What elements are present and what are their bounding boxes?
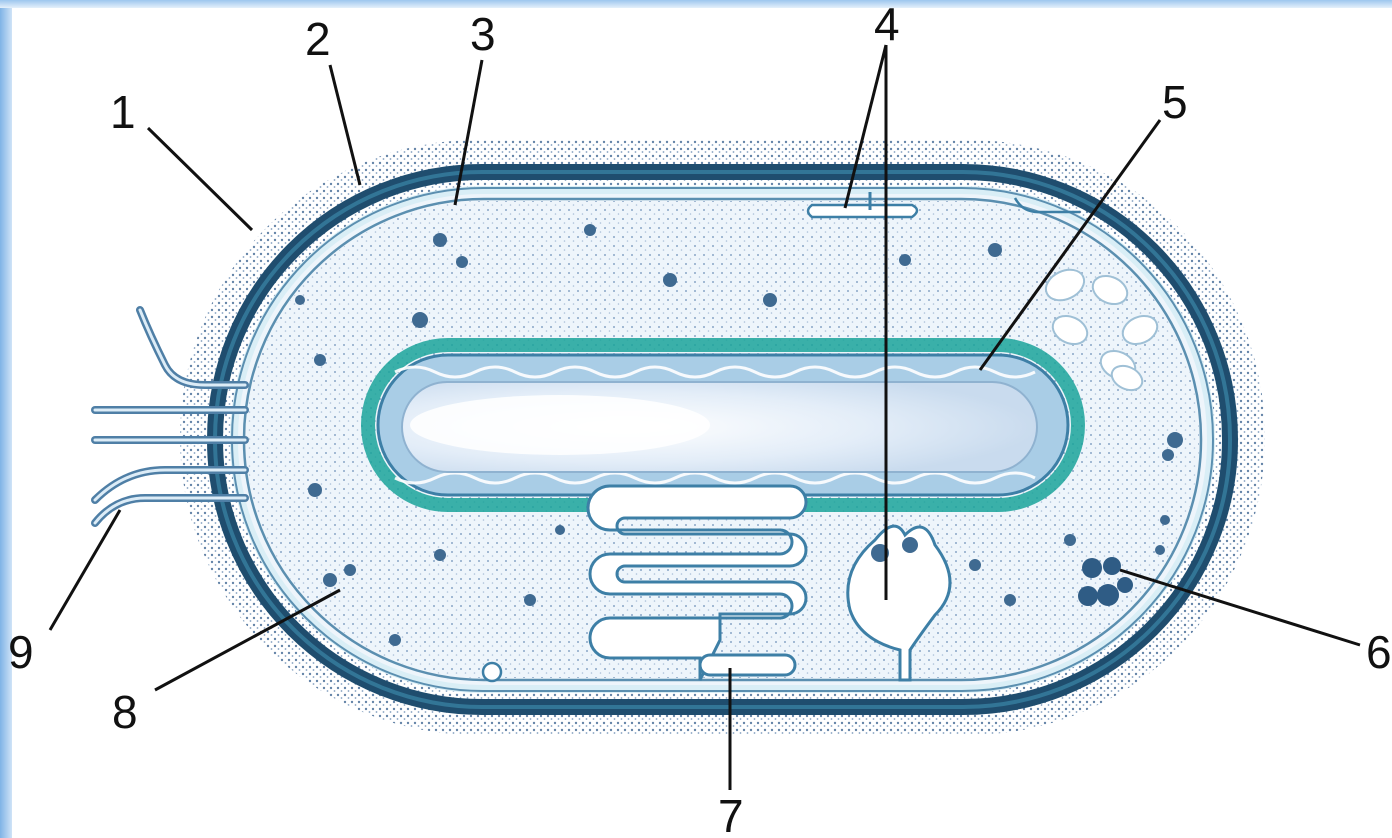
label-7: 7 xyxy=(718,790,744,838)
nucleoid xyxy=(368,345,1078,505)
membrane-pore xyxy=(483,663,501,681)
label-8: 8 xyxy=(112,686,138,738)
label-2: 2 xyxy=(305,13,331,65)
label-4: 4 xyxy=(874,0,900,50)
label-1: 1 xyxy=(110,86,136,138)
label-6: 6 xyxy=(1366,626,1392,678)
label-3: 3 xyxy=(470,8,496,60)
label-9: 9 xyxy=(8,626,34,678)
label-5: 5 xyxy=(1162,76,1188,128)
